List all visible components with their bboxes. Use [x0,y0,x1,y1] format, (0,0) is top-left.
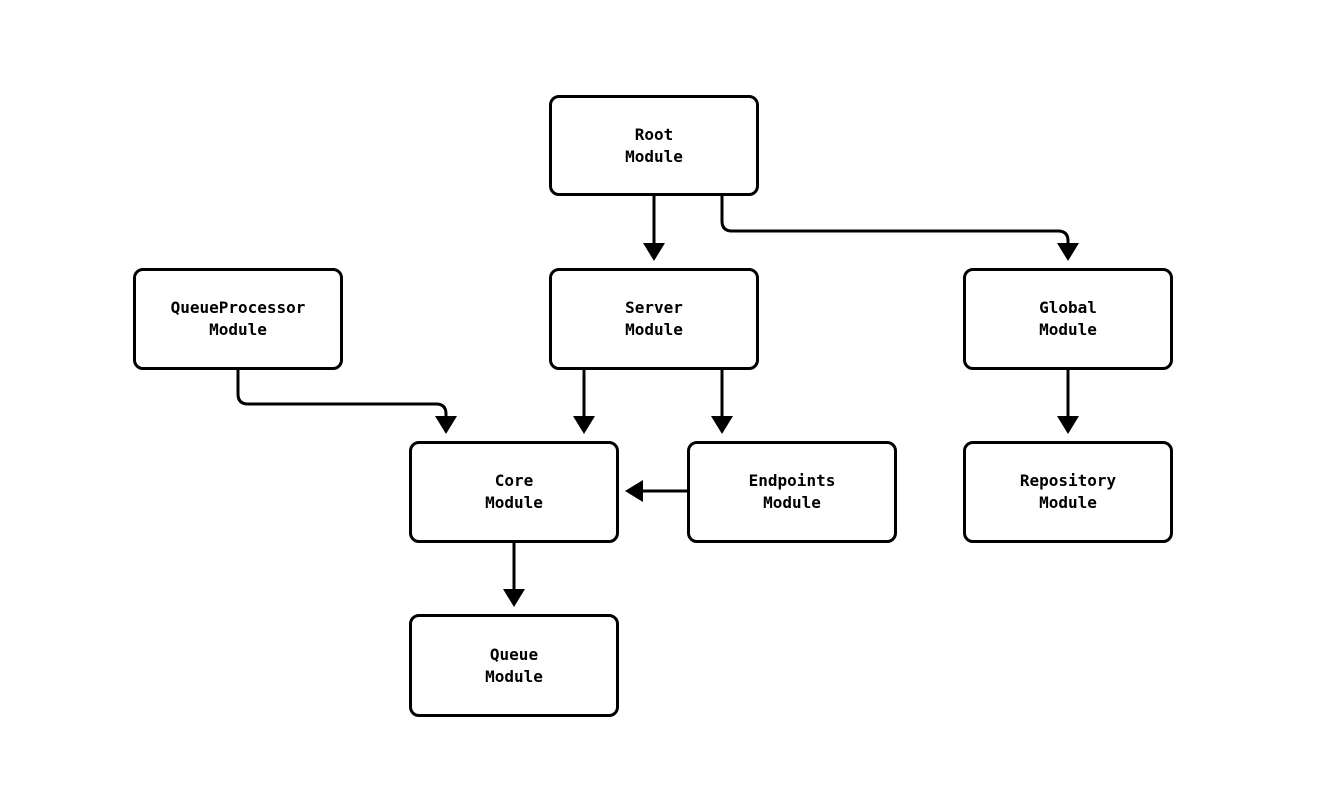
node-global-label: Global Module [1039,298,1097,339]
node-repository[interactable]: Repository Module [963,441,1173,543]
edge-endpoints-core [625,480,687,502]
node-core-label: Core Module [485,471,543,512]
edge-root-server [643,196,665,261]
edge-root-global [720,196,1079,261]
node-queueprocessor[interactable]: QueueProcessor Module [133,268,343,370]
node-endpoints-label: Endpoints Module [748,471,836,512]
edge-global-repository [1057,370,1079,434]
node-core[interactable]: Core Module [409,441,619,543]
node-queue-label: Queue Module [485,644,543,686]
edge-server-core [573,370,595,434]
edge-queueprocessor-core [236,370,457,434]
edge-core-queue [503,543,525,607]
node-server-label: Server Module [625,298,683,339]
node-root-label: Root Module [625,124,683,166]
node-repository-label: Repository Module [1019,471,1117,512]
node-endpoints[interactable]: Endpoints Module [687,441,897,543]
node-queueprocessor-label: QueueProcessor Module [170,298,306,339]
edge-server-endpoints [711,370,733,434]
node-global[interactable]: Global Module [963,268,1173,370]
node-root[interactable]: Root Module [549,95,759,196]
node-server[interactable]: Server Module [549,268,759,370]
node-queue[interactable]: Queue Module [409,614,619,717]
